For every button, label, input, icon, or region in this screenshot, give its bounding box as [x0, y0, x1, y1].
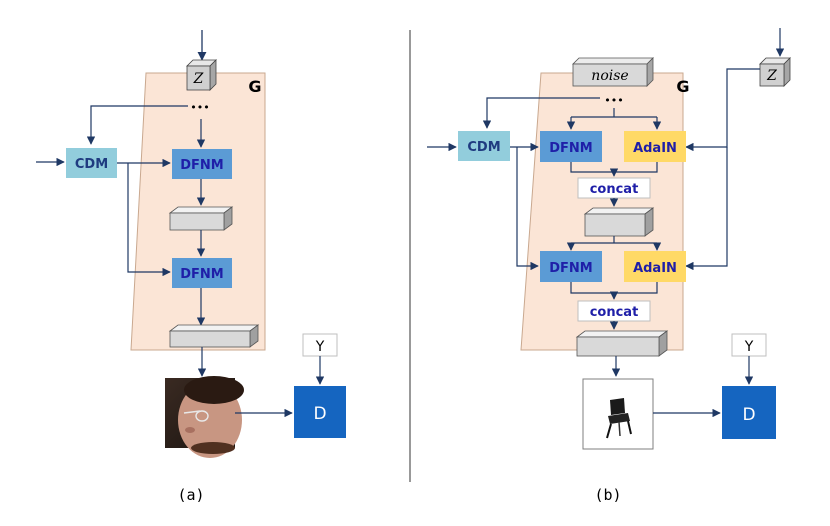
- y-label-b: Y: [744, 339, 754, 355]
- concat1-label-b: concat: [590, 182, 639, 197]
- feature-block-a: [168, 206, 234, 231]
- ellipsis-b: •••: [604, 94, 623, 107]
- panel-b: G noise ••• Z CDM: [427, 28, 791, 504]
- adain2-label-b: AdaIN: [633, 261, 677, 276]
- dfnm1-block-a: [172, 149, 232, 179]
- output-block-a: [168, 324, 260, 348]
- dfnm2-label-b: DFNM: [549, 261, 593, 276]
- generated-chair-image: [582, 378, 654, 450]
- z-to-adain1: [685, 68, 760, 152]
- cdm-label-b: CDM: [467, 140, 500, 155]
- noise-label: noise: [591, 68, 628, 84]
- dfnm2-label-a: DFNM: [180, 267, 224, 282]
- adain1-block-b: [624, 131, 686, 162]
- noise-block: noise: [572, 57, 654, 87]
- dfnm1-label-a: DFNM: [180, 158, 224, 173]
- cdm-label-a: CDM: [75, 157, 108, 172]
- latent-z-cube-b: Z: [759, 57, 791, 87]
- panel-a: G Z ••• CDM DFNM: [36, 30, 346, 504]
- skip-to-cdm-a: [86, 105, 188, 145]
- caption-a: (a): [177, 486, 204, 504]
- latent-z-cube-a: Z: [186, 59, 217, 91]
- ellipsis-a: •••: [190, 101, 209, 114]
- dfnm1-block-b: [540, 131, 602, 162]
- discriminator-label-b: D: [742, 405, 755, 425]
- adain2-block-b: [624, 251, 686, 282]
- discriminator-a: [294, 386, 346, 438]
- skip-to-cdm-b: [482, 97, 600, 129]
- concat2-label-b: concat: [590, 305, 639, 320]
- latent-z-label-b: Z: [766, 68, 777, 84]
- latent-z-label-a: Z: [193, 71, 204, 87]
- cdm-to-dfnm2-a: [127, 163, 171, 277]
- generator-b-label: G: [676, 77, 689, 96]
- generator-a-label: G: [248, 77, 261, 96]
- feature-block-b: [583, 207, 655, 237]
- dfnm2-block-a: [172, 258, 232, 288]
- z-to-adain2: [685, 147, 728, 271]
- cdm-to-dfnm2-b: [516, 147, 539, 271]
- dfnm2-block-b: [540, 251, 602, 282]
- cdm-block-a: [66, 148, 117, 178]
- discriminator-b: [722, 386, 776, 439]
- adain1-label-b: AdaIN: [633, 141, 677, 156]
- output-block-b: [575, 330, 669, 357]
- caption-b: (b): [594, 486, 621, 504]
- cdm-block-b: [458, 131, 510, 161]
- y-label-a: Y: [315, 339, 325, 355]
- generated-face-image: [165, 376, 244, 458]
- discriminator-label-a: D: [313, 404, 326, 424]
- dfnm1-label-b: DFNM: [549, 141, 593, 156]
